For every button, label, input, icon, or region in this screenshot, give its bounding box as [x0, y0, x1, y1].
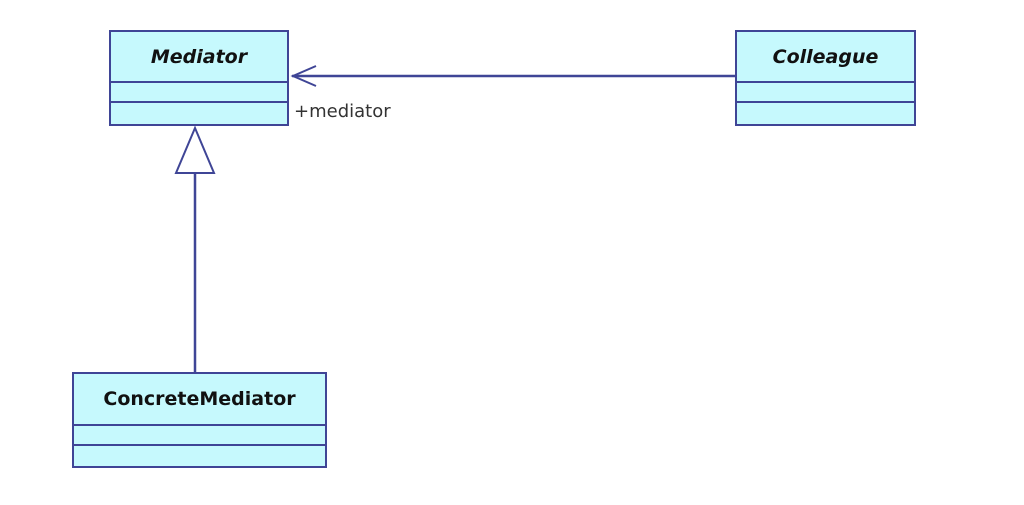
mediator-class[interactable]: Mediator	[109, 30, 289, 126]
concrete-mediator-class-name: ConcreteMediator	[74, 374, 325, 426]
generalization-triangle	[174, 125, 216, 174]
association-arrowhead	[290, 65, 317, 87]
concrete-mediator-class[interactable]: ConcreteMediator	[72, 372, 327, 468]
concrete-mediator-attributes-compartment	[74, 426, 325, 446]
colleague-class-name: Colleague	[737, 32, 914, 83]
mediator-class-name: Mediator	[111, 32, 287, 83]
colleague-class[interactable]: Colleague	[735, 30, 916, 126]
mediator-attributes-compartment	[111, 83, 287, 103]
colleague-attributes-compartment	[737, 83, 914, 103]
association-role-label: +mediator	[294, 101, 391, 122]
